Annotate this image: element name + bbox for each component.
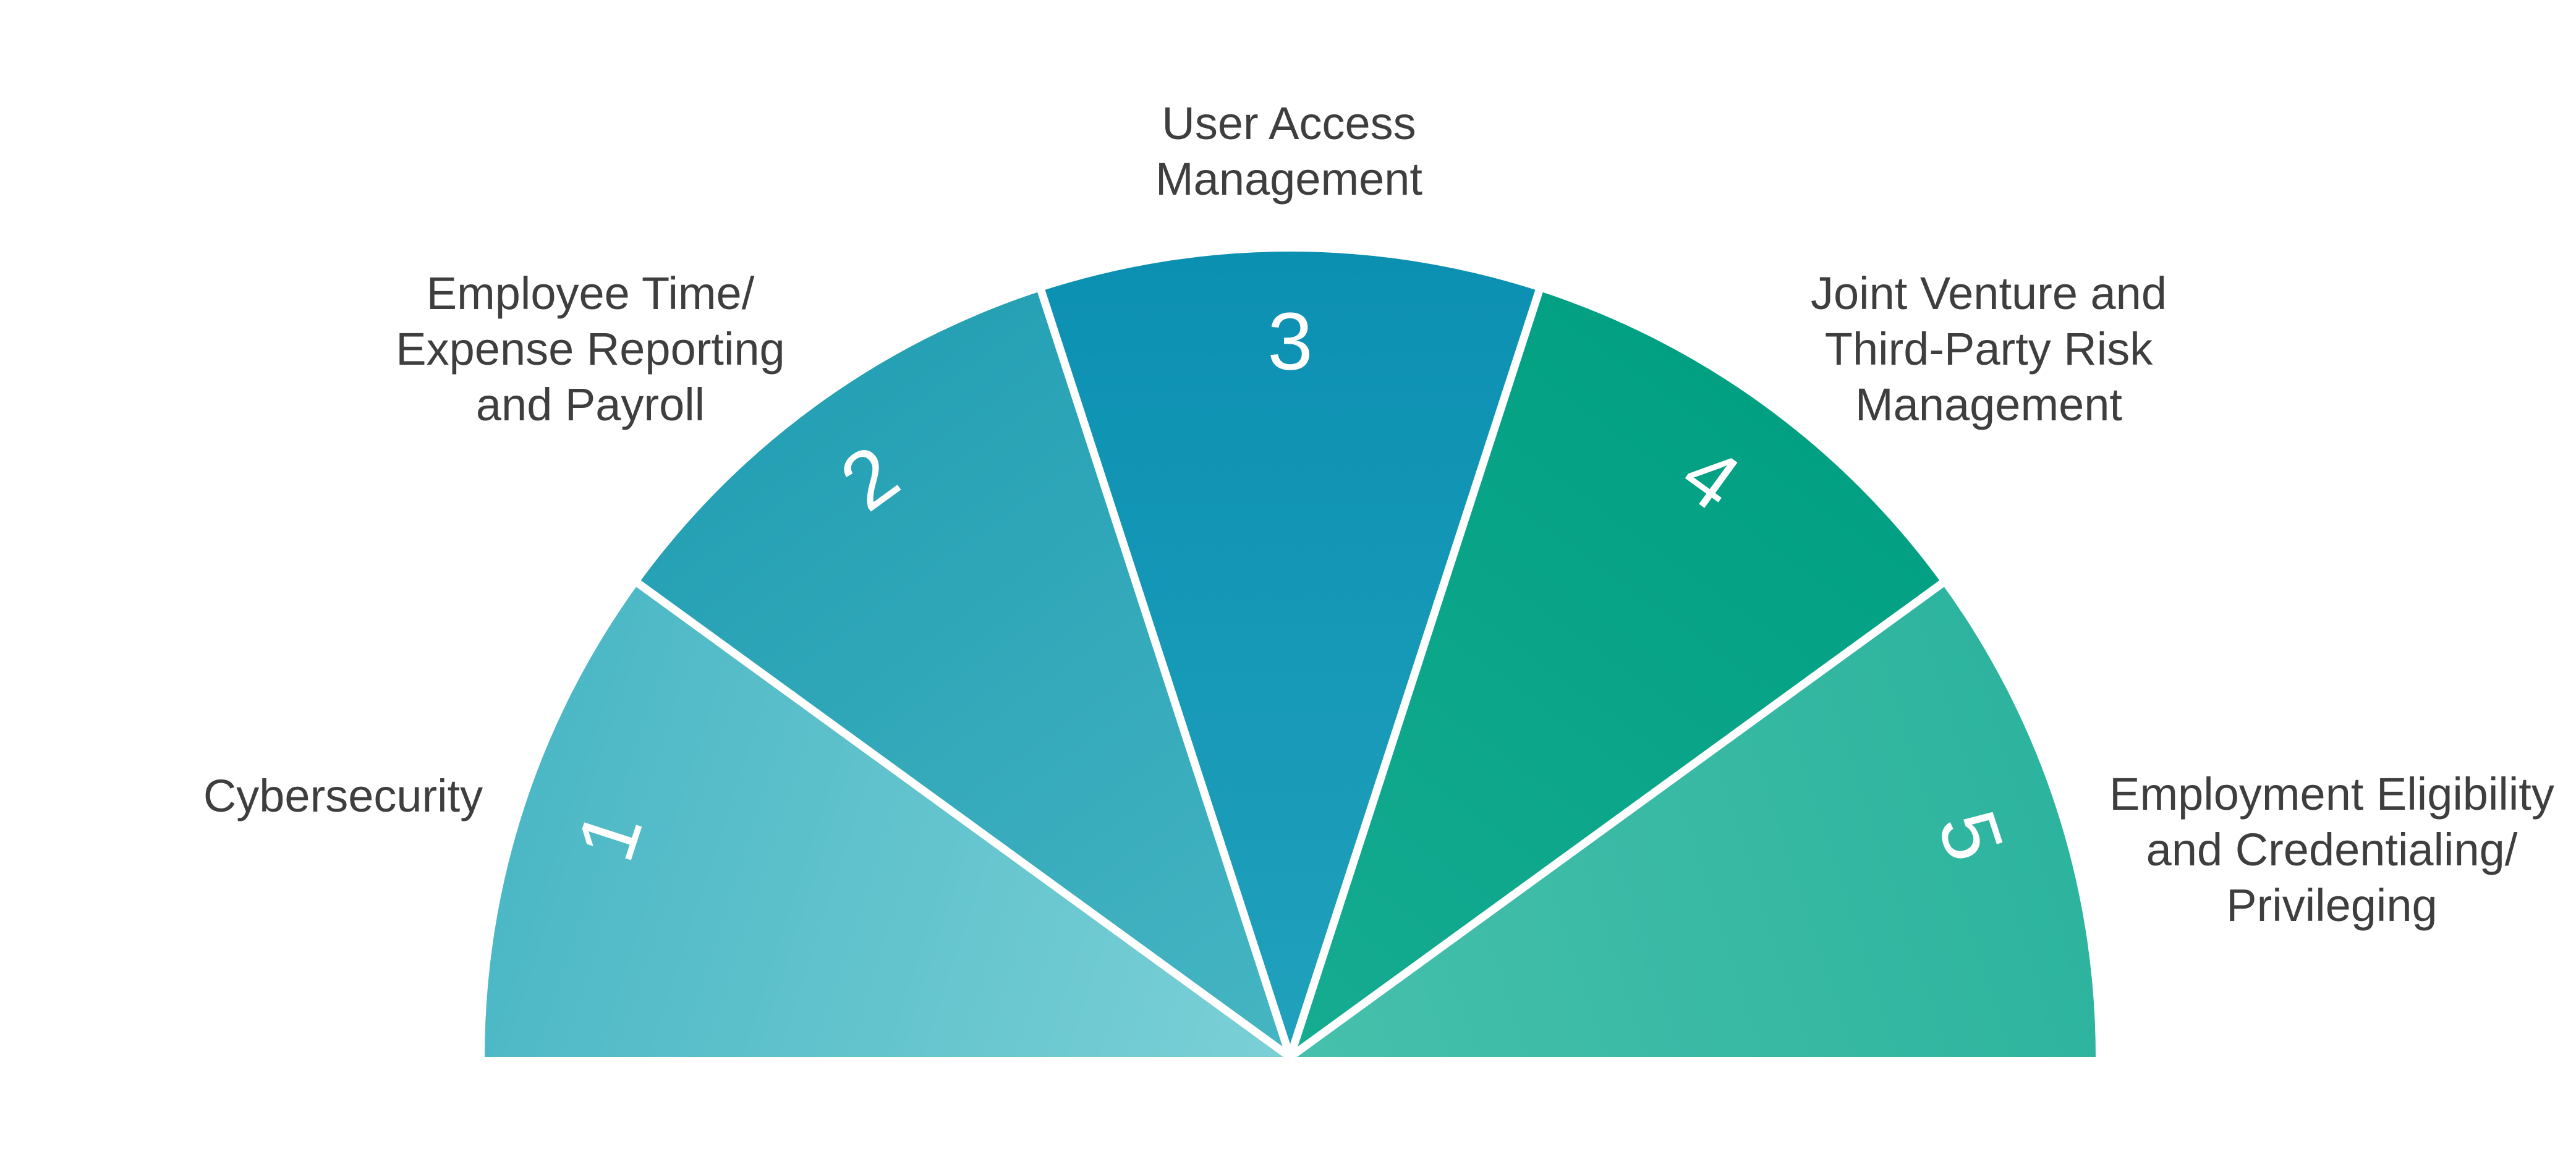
label-line: Management [1155,153,1422,205]
label-line: Management [1855,379,2122,430]
segment-separator [1288,571,1957,1061]
segment-1-wedge [485,584,1290,1057]
label-line: and Credentialing/ [2146,824,2518,875]
label-line: Privileging [2226,880,2438,931]
segment-separator [1286,275,1548,1059]
label-line: Joint Venture and [1811,268,2167,319]
segment-2-wedge [638,291,1290,1057]
label-line: Employee Time/ [426,268,755,319]
segment-4-wedge [1290,291,1942,1057]
label-line: Expense Reporting [396,323,785,375]
segment-1-label: Cybersecurity [203,768,483,824]
label-line: Employment Eligibility [2109,768,2554,820]
segment-separator [624,571,1293,1061]
label-line: User Access [1162,98,1416,149]
label-line: Third-Party Risk [1824,323,2153,375]
segment-3-number: 3 [1267,296,1312,387]
label-line: and Payroll [475,379,705,430]
segment-separator [1032,275,1294,1059]
segment-5-wedge [1290,584,2096,1057]
label-line: Cybersecurity [203,770,483,821]
segment-3-wedge [1041,252,1539,1057]
